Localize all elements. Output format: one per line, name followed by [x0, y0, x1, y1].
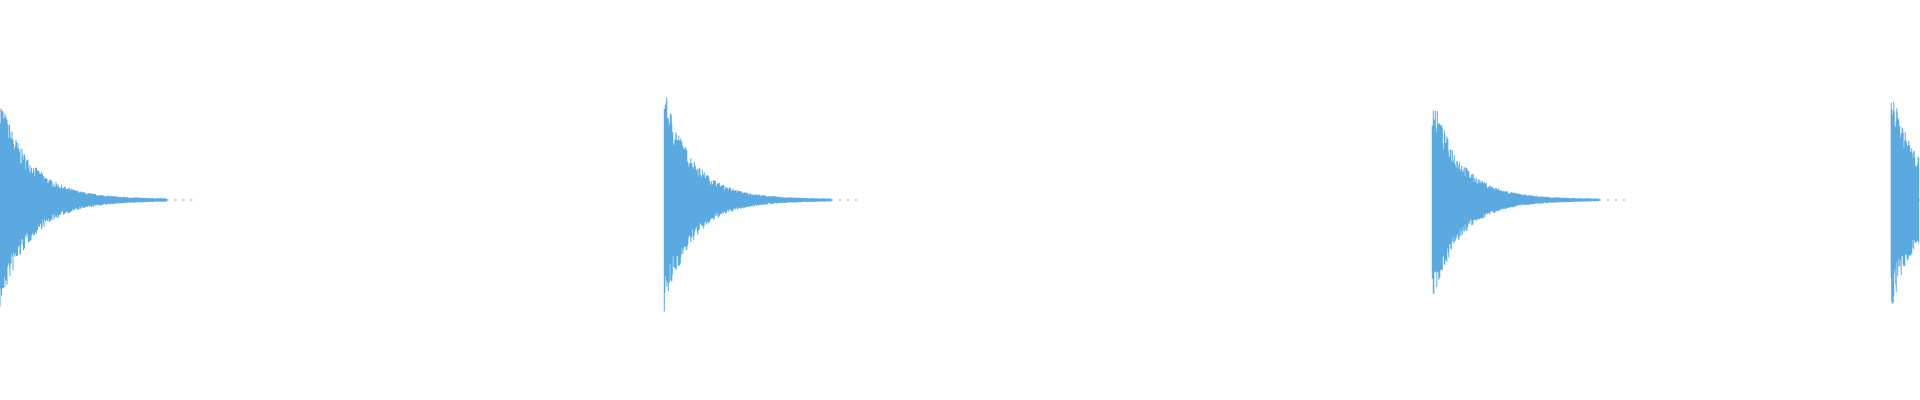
waveform-burst-1 [0, 108, 167, 307]
waveform-burst-2 [663, 97, 832, 312]
waveform-burst-4 [1890, 101, 1920, 304]
waveform-burst-3 [1431, 110, 1600, 294]
waveform-bursts [0, 97, 1920, 312]
